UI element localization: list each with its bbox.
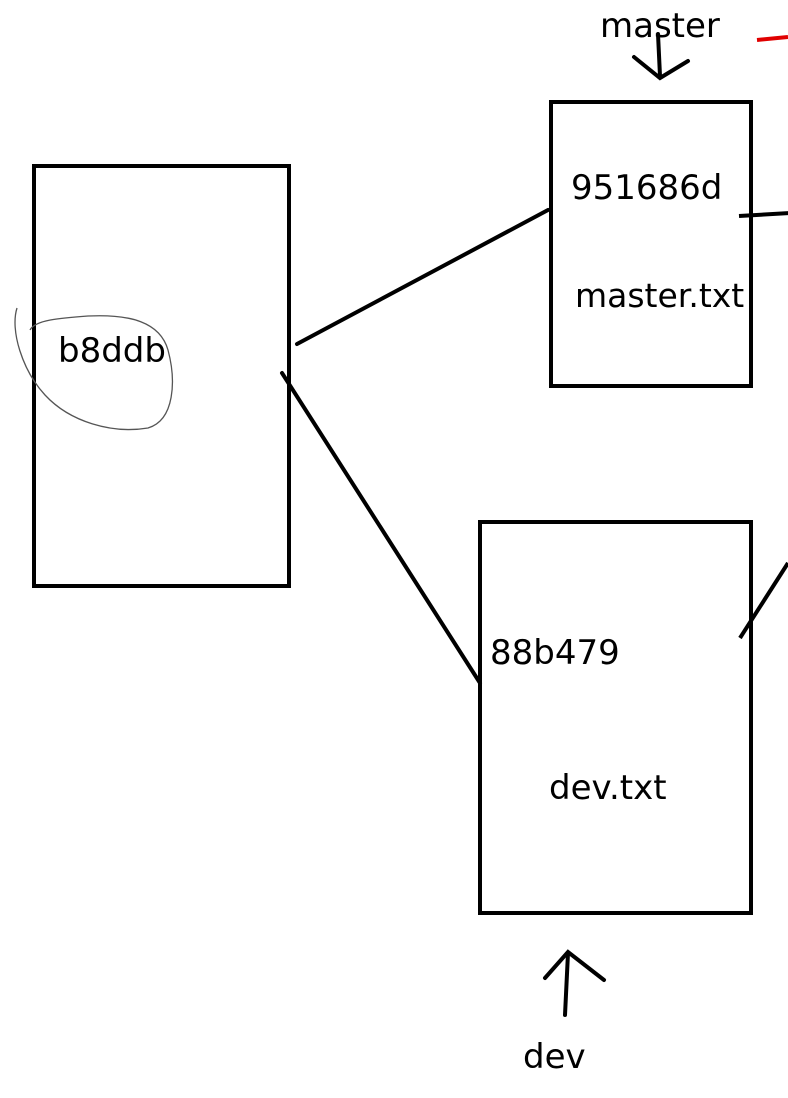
commit-box-dev <box>478 520 753 915</box>
commit-file-dev: dev.txt <box>549 768 667 808</box>
highlight-circle <box>14 307 173 431</box>
edge-stub-master <box>738 211 788 218</box>
commit-hash-base: b8ddb <box>58 331 166 371</box>
master-pointer-arrow-icon <box>632 32 690 81</box>
commit-hash-dev: 88b479 <box>490 633 620 673</box>
red-marker <box>756 35 788 42</box>
edge-stub-dev <box>738 561 788 640</box>
edge-base-to-master <box>295 208 550 346</box>
commit-file-master: master.txt <box>575 276 744 315</box>
pointer-label-master: master <box>600 6 720 46</box>
commit-box-base <box>32 164 291 588</box>
pointer-label-dev: dev <box>523 1037 586 1077</box>
dev-pointer-arrow-icon <box>543 949 606 1017</box>
commit-box-master <box>549 100 753 388</box>
edge-base-to-dev <box>280 371 482 685</box>
commit-hash-master: 951686d <box>571 168 722 208</box>
